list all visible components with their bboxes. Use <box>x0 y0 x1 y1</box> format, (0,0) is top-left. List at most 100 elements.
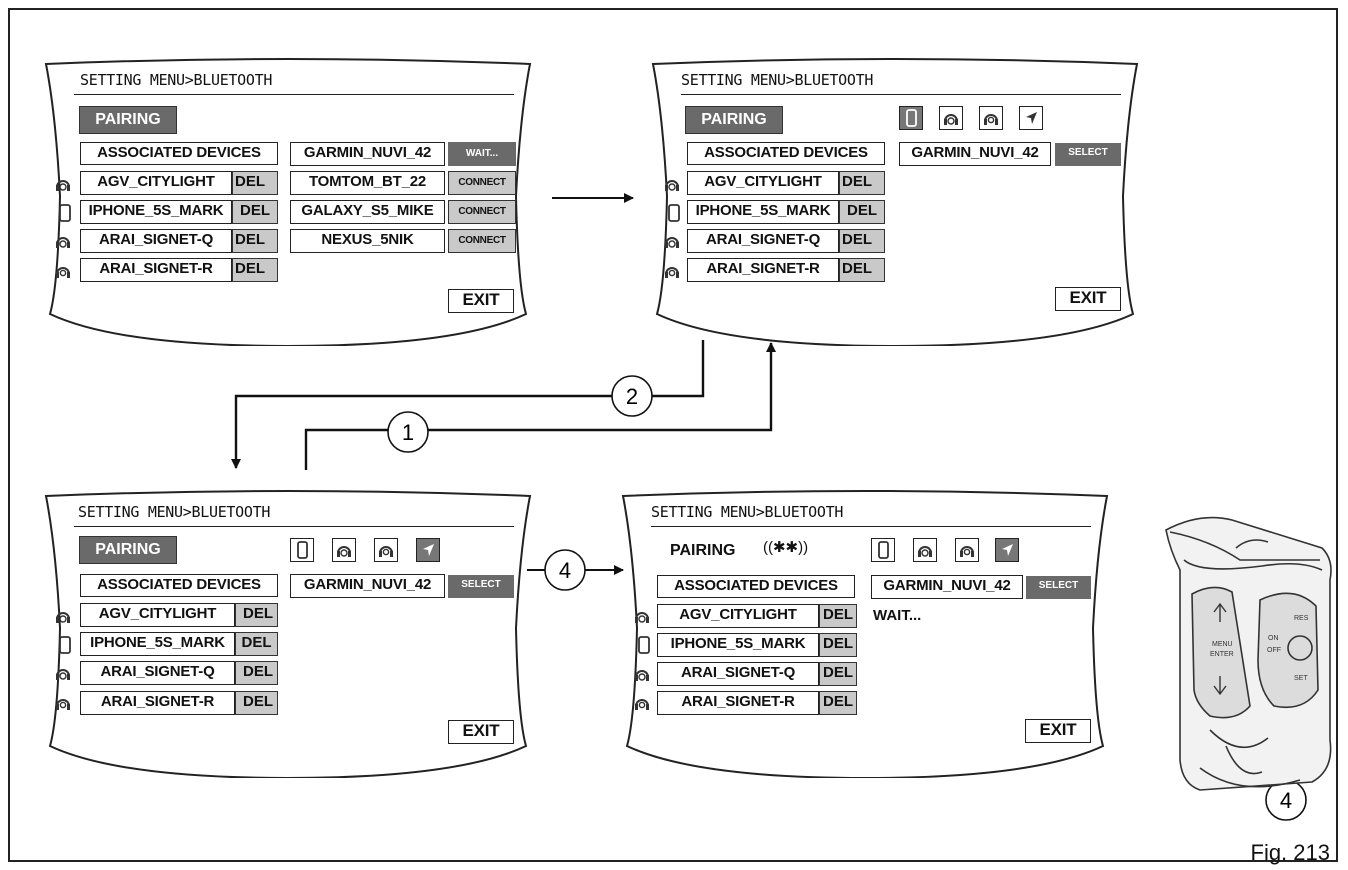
device-delete-button[interactable]: DEL <box>232 258 278 282</box>
device-name[interactable]: IPHONE_5S_MARK <box>657 633 819 657</box>
found-device-action[interactable]: CONNECT <box>448 171 516 195</box>
device-name[interactable]: ARAI_SIGNET-Q <box>80 661 235 685</box>
device-name[interactable]: ARAI_SIGNET-R <box>80 258 232 282</box>
device-delete-button[interactable]: DEL <box>232 171 278 195</box>
device-type-navigator[interactable] <box>1019 106 1043 130</box>
panel-c-device-type: SETTING MENU>BLUETOOTH PAIRING ASSOCIATE… <box>38 488 538 778</box>
device-type-passenger-headset[interactable] <box>374 538 398 562</box>
panel-a-outline <box>44 58 532 346</box>
found-device-name[interactable]: GALAXY_S5_MIKE <box>290 200 445 224</box>
device-delete-button[interactable]: DEL <box>235 691 278 715</box>
device-delete-button[interactable]: DEL <box>839 200 885 224</box>
device-delete-button[interactable]: DEL <box>235 661 278 685</box>
device-name[interactable]: IPHONE_5S_MARK <box>80 200 232 224</box>
headset-rider-icon <box>663 232 681 250</box>
phone-icon <box>56 204 74 222</box>
headset-rider-icon <box>337 546 351 557</box>
device-name[interactable]: ARAI_SIGNET-Q <box>687 229 839 253</box>
device-type-rider-headset[interactable] <box>913 538 937 562</box>
device-name[interactable]: IPHONE_5S_MARK <box>80 632 235 656</box>
device-delete-button[interactable]: DEL <box>819 604 857 628</box>
device-type-passenger-headset[interactable] <box>979 106 1003 130</box>
found-device-name[interactable]: GARMIN_NUVI_42 <box>899 142 1051 166</box>
device-type-rider-headset[interactable] <box>939 106 963 130</box>
switch-menu-label: MENU <box>1212 641 1233 648</box>
found-device-action[interactable]: WAIT... <box>448 142 516 166</box>
panel-c-exit-button[interactable]: EXIT <box>448 720 514 744</box>
headset-rider-icon <box>54 175 72 193</box>
bluetooth-pairing-icon: ((✱✱)) <box>763 539 809 556</box>
headset-passenger-icon <box>960 546 974 557</box>
panel-d-title-rule <box>651 526 1091 527</box>
pairing-status: WAIT... <box>873 607 922 624</box>
phone-icon <box>906 109 917 127</box>
callout-number: 4 <box>559 558 571 583</box>
panel-b-exit-button[interactable]: EXIT <box>1055 287 1121 311</box>
found-device-name[interactable]: TOMTOM_BT_22 <box>290 171 445 195</box>
headset-rider-icon <box>663 175 681 193</box>
headset-rider-icon <box>918 546 932 557</box>
device-delete-button[interactable]: DEL <box>232 200 278 224</box>
device-delete-button[interactable]: DEL <box>235 632 278 656</box>
callout-number: 4 <box>1280 788 1292 813</box>
device-name[interactable]: ARAI_SIGNET-Q <box>657 662 819 686</box>
panel-b-title-rule <box>681 94 1121 95</box>
panel-d-title: SETTING MENU>BLUETOOTH <box>651 503 844 521</box>
device-name[interactable]: AGV_CITYLIGHT <box>80 171 232 195</box>
phone-icon <box>635 636 653 654</box>
device-delete-button[interactable]: DEL <box>819 662 857 686</box>
device-name[interactable]: AGV_CITYLIGHT <box>80 603 235 627</box>
device-delete-button[interactable]: DEL <box>839 258 885 282</box>
switch-res-label: RES <box>1294 615 1309 622</box>
device-delete-button[interactable]: DEL <box>839 171 885 195</box>
device-name[interactable]: IPHONE_5S_MARK <box>687 200 839 224</box>
callout-circle-1 <box>387 411 429 453</box>
device-name[interactable]: AGV_CITYLIGHT <box>657 604 819 628</box>
device-name[interactable]: ARAI_SIGNET-R <box>657 691 819 715</box>
found-device-name[interactable]: NEXUS_5NIK <box>290 229 445 253</box>
callout-circle-4 <box>544 549 586 591</box>
found-device-select-button[interactable]: SELECT <box>1055 143 1121 166</box>
device-type-passenger-headset[interactable] <box>955 538 979 562</box>
switch-enter-label: ENTER <box>1210 651 1234 658</box>
headset-passenger-icon <box>663 262 681 280</box>
found-device-name[interactable]: GARMIN_NUVI_42 <box>871 575 1023 599</box>
phone-icon <box>878 541 889 559</box>
device-type-phone[interactable] <box>290 538 314 562</box>
panel-d-outline <box>621 490 1109 778</box>
panel-c-title-rule <box>74 526 514 527</box>
device-delete-button[interactable]: DEL <box>819 691 857 715</box>
found-device-select-button[interactable]: SELECT <box>448 575 514 598</box>
panel-b-outline <box>651 58 1139 346</box>
panel-a-title-rule <box>74 94 514 95</box>
panel-d-exit-button[interactable]: EXIT <box>1025 719 1091 743</box>
navigation-arrow-icon <box>423 544 434 556</box>
found-device-select-button[interactable]: SELECT <box>1026 576 1091 599</box>
panel-a-exit-button[interactable]: EXIT <box>448 289 514 313</box>
device-type-phone[interactable] <box>871 538 895 562</box>
device-delete-button[interactable]: DEL <box>235 603 278 627</box>
panel-a-pairing-button[interactable]: PAIRING <box>79 106 177 134</box>
device-name[interactable]: ARAI_SIGNET-R <box>80 691 235 715</box>
device-delete-button[interactable]: DEL <box>839 229 885 253</box>
device-name[interactable]: ARAI_SIGNET-Q <box>80 229 232 253</box>
found-device-action[interactable]: CONNECT <box>448 229 516 253</box>
device-type-navigator-selected[interactable] <box>416 538 440 562</box>
device-delete-button[interactable]: DEL <box>819 633 857 657</box>
device-name[interactable]: AGV_CITYLIGHT <box>687 171 839 195</box>
device-type-phone-selected[interactable] <box>899 106 923 130</box>
headset-passenger-icon <box>984 114 998 125</box>
device-delete-button[interactable]: DEL <box>232 229 278 253</box>
device-type-navigator-selected[interactable] <box>995 538 1019 562</box>
device-name[interactable]: ARAI_SIGNET-R <box>687 258 839 282</box>
headset-passenger-icon <box>54 262 72 280</box>
switch-on-label: ON <box>1268 635 1279 642</box>
panel-b-pairing-button[interactable]: PAIRING <box>685 106 783 134</box>
found-device-action[interactable]: CONNECT <box>448 200 516 224</box>
found-device-name[interactable]: GARMIN_NUVI_42 <box>290 142 445 166</box>
found-device-name[interactable]: GARMIN_NUVI_42 <box>290 574 445 598</box>
panel-c-pairing-button[interactable]: PAIRING <box>79 536 177 564</box>
device-type-rider-headset[interactable] <box>332 538 356 562</box>
headset-rider-icon <box>633 665 651 683</box>
